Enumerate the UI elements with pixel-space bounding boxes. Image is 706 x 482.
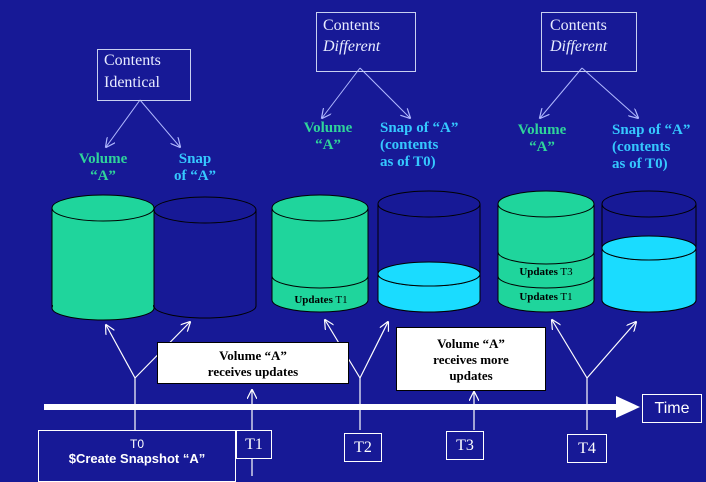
timeline-marker-t1: T1 — [236, 430, 272, 459]
callout-connectors — [106, 67, 638, 147]
callout-line2: Identical — [104, 74, 160, 91]
t1-text: T1 — [245, 436, 263, 453]
volume-a-label-t0: Volume “A” — [58, 151, 148, 185]
time-text: Time — [654, 400, 690, 417]
snap-label-line2: (contents — [380, 137, 439, 153]
volume-label-line2: “A” — [90, 168, 116, 184]
volume-label-line2: “A” — [315, 137, 341, 153]
t2-text: T2 — [354, 439, 372, 456]
callout-contents-different-t4: Contents Different — [541, 12, 637, 72]
snap-a-label-t2: Snap of “A” (contents as of T0) — [380, 120, 480, 171]
volume-label-line1: Volume — [303, 120, 353, 136]
t0-text: T0 — [129, 437, 144, 451]
update-t1-label-t2: Updates T1 — [276, 294, 366, 306]
create-snapshot-command-box: T0 $Create Snapshot “A” — [38, 430, 236, 482]
snap-a-cylinder-t2 — [377, 190, 481, 313]
volume-label-line2: “A” — [529, 139, 555, 155]
t4-text: T4 — [578, 440, 596, 457]
event-line2: receives updates — [207, 364, 299, 379]
snap-a-label-t0: Snap of “A” — [150, 151, 240, 185]
volume-a-cylinder-t0 — [51, 194, 155, 321]
event-line1: Volume “A” — [437, 336, 505, 351]
callout-line1: Contents — [550, 17, 607, 34]
callout-contents-different-t2: Contents Different — [316, 12, 416, 72]
update-t3-label-t4: Updates T3 — [500, 266, 592, 278]
updates-word: Updates — [294, 294, 333, 306]
t3-text: T3 — [456, 437, 474, 454]
callout-line2: Different — [550, 38, 608, 55]
updates-word: Updates — [519, 291, 558, 303]
callout-line1: Contents — [323, 17, 380, 34]
snap-a-label-t4: Snap of “A” (contents as of T0) — [612, 122, 706, 173]
update-t1-label-t4: Updates T1 — [500, 291, 592, 303]
timeline-marker-t4: T4 — [567, 434, 607, 463]
event-line2: receives more — [433, 352, 509, 367]
volume-label-line1: Volume — [517, 122, 567, 138]
updates-tag: T3 — [560, 266, 573, 278]
snap-a-cylinder-t4 — [601, 190, 697, 313]
snap-label-line1: Snap of “A” — [380, 120, 459, 136]
snap-label-line2: (contents — [612, 139, 671, 155]
snap-a-cylinder-t0 — [153, 196, 257, 319]
time-label: Time — [642, 394, 702, 423]
timeline-marker-t3: T3 — [446, 431, 484, 460]
callout-contents-identical: Contents Identical — [97, 49, 191, 101]
snap-label-line3: as of T0) — [380, 154, 436, 170]
timeline-marker-t2: T2 — [344, 433, 382, 462]
timeline-axis — [44, 396, 640, 418]
event-line3: updates — [449, 368, 493, 383]
updates-tag: T1 — [335, 294, 348, 306]
create-snapshot-command: $Create Snapshot “A” — [68, 451, 206, 466]
callout-line2: Different — [323, 38, 381, 55]
volume-a-cylinder-t2 — [271, 194, 369, 313]
snap-label-line1: Snap — [178, 151, 212, 167]
volume-a-cylinder-t4 — [497, 190, 595, 313]
updates-word: Updates — [519, 266, 558, 278]
volume-a-label-t2: Volume “A” — [288, 120, 368, 154]
event-receives-more-updates: Volume “A” receives more updates — [396, 327, 546, 391]
callout-line1: Contents — [104, 52, 161, 69]
volume-label-line1: Volume — [78, 151, 128, 167]
event-line1: Volume “A” — [219, 348, 287, 363]
event-receives-updates: Volume “A” receives updates — [157, 342, 349, 384]
snap-label-line2: of “A” — [173, 168, 217, 184]
snap-label-line1: Snap of “A” — [612, 122, 691, 138]
volume-a-label-t4: Volume “A” — [502, 122, 582, 156]
snap-label-line3: as of T0) — [612, 156, 668, 172]
updates-tag: T1 — [560, 291, 573, 303]
